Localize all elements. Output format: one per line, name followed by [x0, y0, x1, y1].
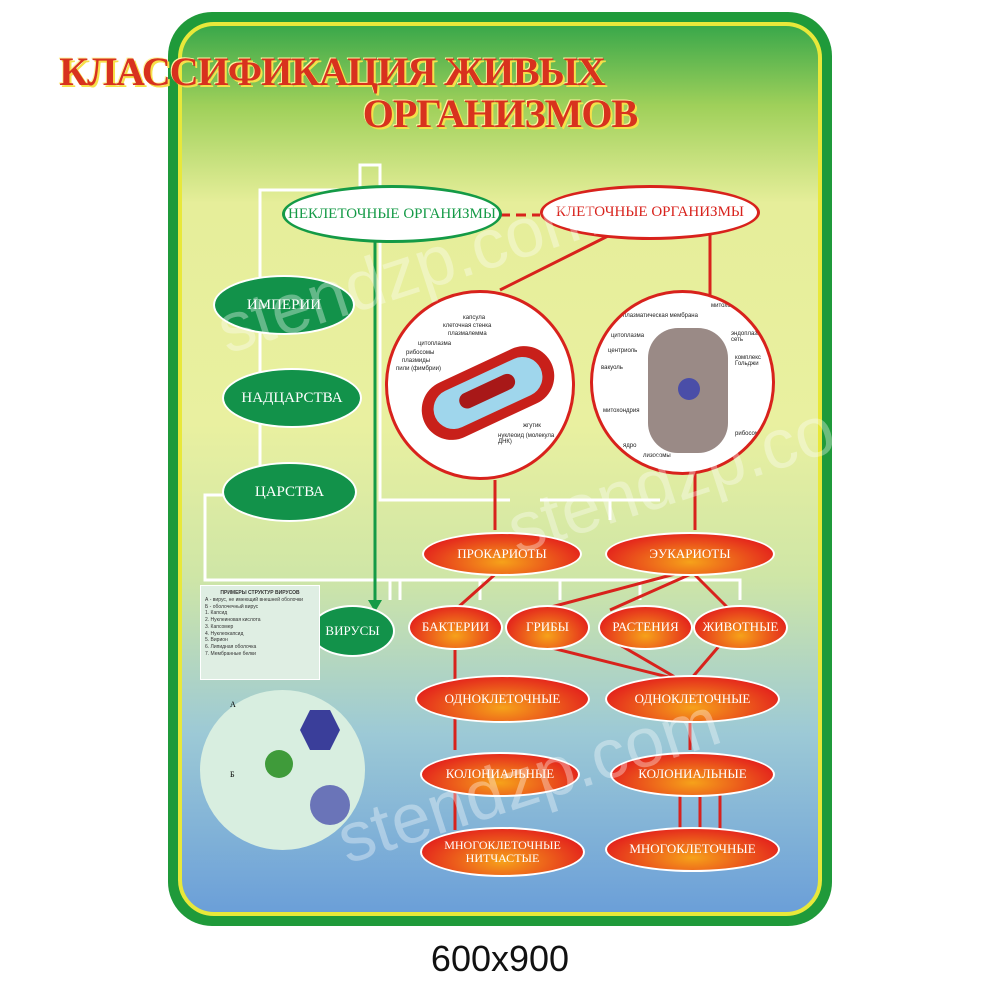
label: комплекс Гольджи: [735, 355, 761, 367]
virus-box-item: 6. Липидная оболочка: [205, 644, 257, 650]
prokaryote-cell-figure: капсула клеточная стенка плазмалемма цит…: [385, 290, 575, 480]
label: плазмалемма: [448, 331, 487, 337]
figure-label-b: Б: [230, 770, 235, 779]
prokaryotes: ПРОКАРИОТЫ: [422, 532, 582, 576]
noncellular-organisms: НЕКЛЕТОЧНЫЕ ОРГАНИЗМЫ: [282, 185, 502, 243]
prokaryote-unicellular: ОДНОКЛЕТОЧНЫЕ: [415, 675, 590, 723]
virus-box-title: ПРИМЕРЫ СТРУКТУР ВИРУСОВ: [220, 590, 300, 596]
empires: ИМПЕРИИ: [213, 275, 355, 335]
virus-box-item: Б - оболочечный вирус: [205, 603, 259, 610]
label: рибосомы: [735, 431, 764, 437]
animal-cell-shape: [648, 328, 728, 453]
eukaryote-colonial: КОЛОНИАЛЬНЫЕ: [610, 752, 775, 797]
title-line-1: КЛАССИФИКАЦИЯ ЖИВЫХ: [59, 49, 606, 94]
label: лизосомы: [643, 453, 671, 459]
label: пили (фимбрии): [396, 366, 441, 372]
virus-particle-icon: [265, 750, 293, 778]
virus-box-item: 3. Капсомер: [205, 623, 234, 630]
title-line-2: ОРГАНИЗМОВ: [362, 91, 638, 136]
eukaryote-unicellular: ОДНОКЛЕТОЧНЫЕ: [605, 675, 780, 723]
label: нуклеоид (молекула ДНК): [498, 433, 555, 445]
virus-box-item: 5. Вирион: [205, 637, 228, 644]
label: плазматическая мембрана: [623, 313, 698, 319]
eukaryote-multicellular: МНОГОКЛЕТОЧНЫЕ: [605, 827, 780, 872]
label: цитоплазма: [611, 333, 645, 339]
virus-box-item: 1. Капсид: [205, 610, 228, 617]
kingdom-animals: ЖИВОТНЫЕ: [693, 605, 788, 650]
label: жгутик: [523, 423, 541, 429]
virus-structure-box: ПРИМЕРЫ СТРУКТУР ВИРУСОВ А - вирус, не и…: [200, 585, 320, 680]
superkingdoms: НАДЦАРСТВА: [222, 368, 362, 428]
virus-structure-figure: А Б: [200, 690, 365, 850]
kingdom-bacteria: БАКТЕРИИ: [408, 605, 503, 650]
label: центриоль: [608, 348, 638, 354]
figure-label-a: А: [230, 700, 236, 709]
eukaryotes: ЭУКАРИОТЫ: [605, 532, 775, 576]
enveloped-virus-icon: [310, 785, 350, 825]
label: капсула: [463, 315, 486, 321]
virus-box-item: 4. Нуклеокапсид: [205, 630, 244, 637]
virus-box-item: 7. Мембранные белки: [205, 650, 256, 657]
virus-capsid-icon: [300, 710, 340, 750]
label: плазмиды: [402, 358, 431, 364]
virus-box-item: 2. Нуклеиновая кислота: [205, 617, 261, 623]
kingdoms: ЦАРСТВА: [222, 462, 357, 522]
label: митохондрии: [711, 303, 748, 309]
label: клеточная стенка: [443, 323, 492, 329]
prokaryote-colonial: КОЛОНИАЛЬНЫЕ: [420, 752, 580, 797]
kingdom-plants: РАСТЕНИЯ: [598, 605, 693, 650]
eukaryote-cell-figure: плазматическая мембрана митохондрии цито…: [590, 290, 775, 475]
virus-box-item: А - вирус, не имеющий внешней оболочки: [205, 596, 303, 603]
viruses: ВИРУСЫ: [310, 605, 395, 657]
label: ядро: [623, 443, 637, 449]
kingdom-fungi: ГРИБЫ: [505, 605, 590, 650]
label: рибосомы: [406, 350, 435, 356]
prokaryote-multicellular-filamentous: МНОГОКЛЕТОЧНЫЕ НИТЧАСТЫЕ: [420, 827, 585, 877]
label: эндоплазматическая сеть: [731, 331, 774, 343]
label: цитоплазма: [418, 341, 452, 347]
cellular-organisms: КЛЕТОЧНЫЕ ОРГАНИЗМЫ: [540, 185, 760, 240]
label: вакуоль: [601, 365, 623, 371]
label: митохондрия: [603, 408, 640, 414]
size-caption: 600x900: [430, 938, 570, 979]
